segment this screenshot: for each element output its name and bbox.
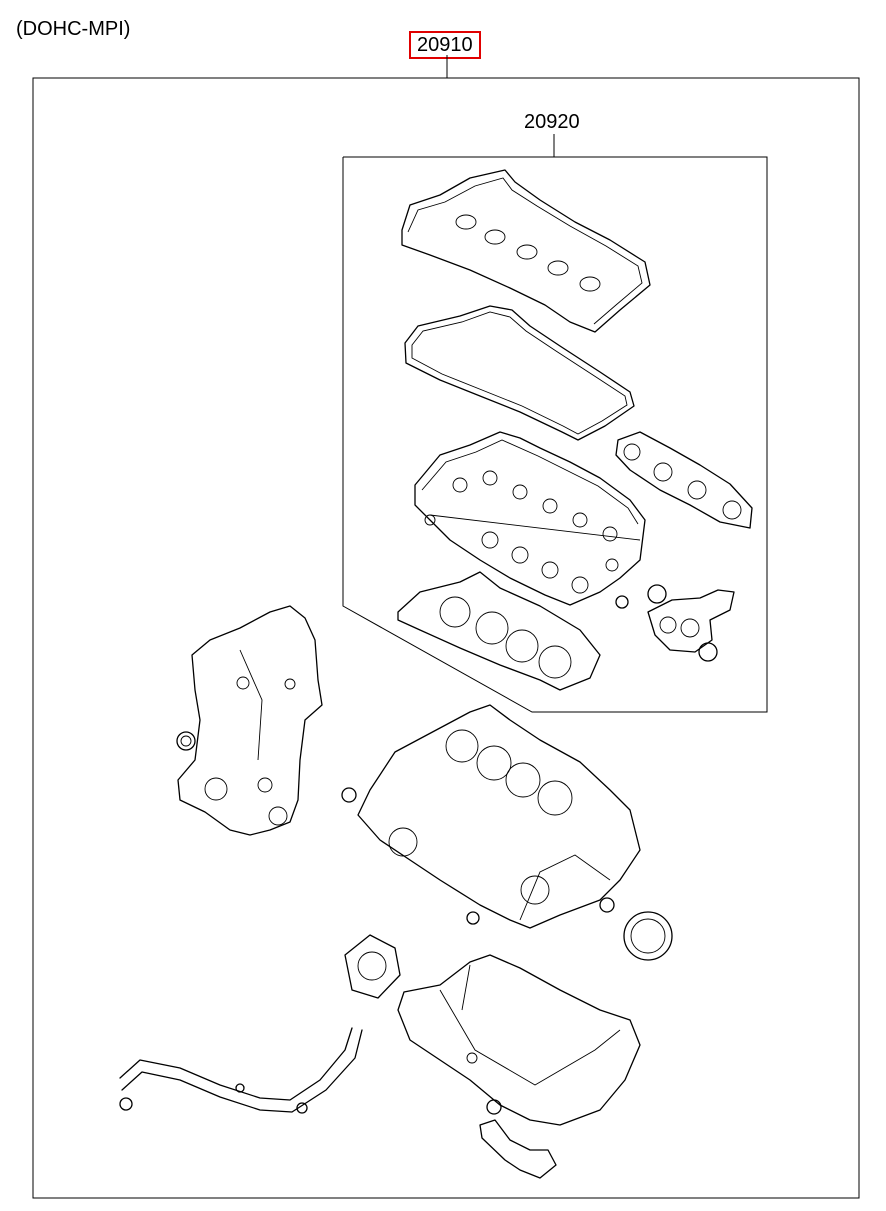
part-number-callout-gasket-kit[interactable]: 20910 [409, 31, 481, 59]
valve-cover-gasket [404, 305, 635, 441]
engine-variant-label: (DOHC-MPI) [16, 18, 131, 40]
cylinder-head [414, 431, 646, 606]
exhaust-manifold-gasket [615, 431, 753, 529]
water-outlet-housing [615, 584, 735, 662]
part-number-callout-head-gasket-set[interactable]: 20920 [524, 111, 580, 133]
valve-cover [401, 169, 651, 333]
cylinder-head-gasket [397, 571, 601, 691]
water-pump-gasket [344, 934, 401, 999]
cylinder-block [341, 704, 641, 929]
head-gasket-set-frame [342, 134, 768, 713]
oil-strainer [479, 1099, 557, 1179]
breather-tube [119, 1027, 363, 1114]
timing-chain-cover [176, 605, 323, 836]
rear-oil-seal [623, 911, 673, 961]
gasket-kit-frame [32, 55, 860, 1199]
oil-pan [397, 954, 641, 1126]
